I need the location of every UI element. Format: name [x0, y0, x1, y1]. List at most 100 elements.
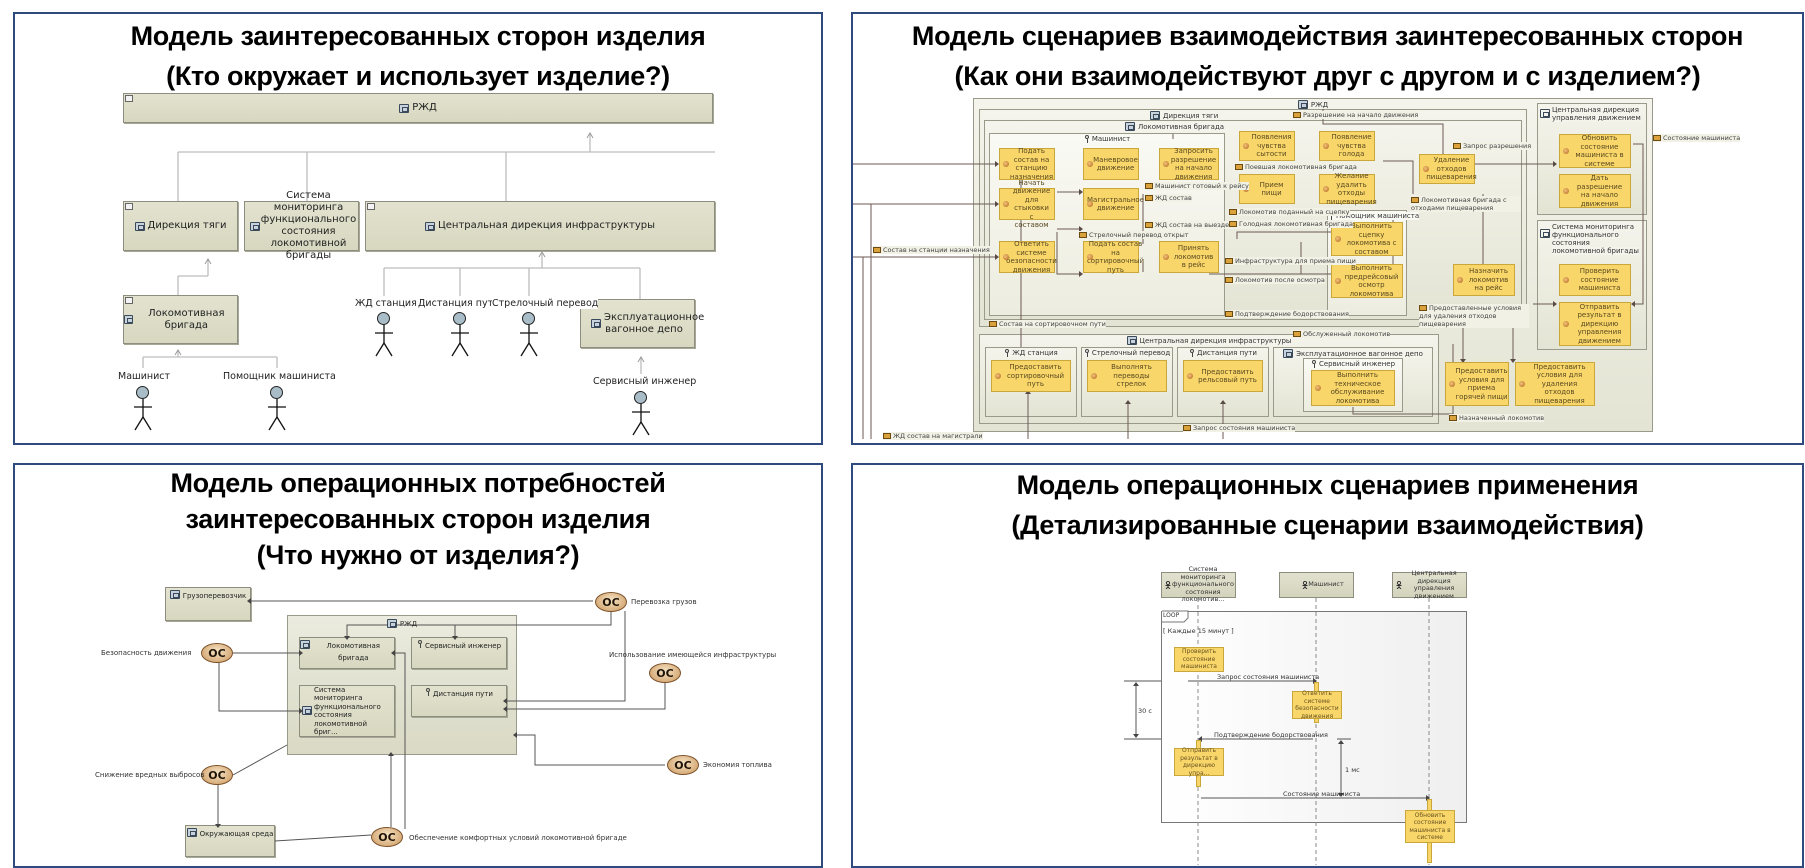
container-label: РЖД [399, 619, 418, 628]
lifeline-head-monitoring[interactable]: Система мониторинга функционального сост… [1161, 566, 1236, 603]
function-f21[interactable]: Предоставить сортировочный путь [991, 360, 1071, 392]
container-label: Дистанция пути [1197, 349, 1257, 357]
capability-icon-c6[interactable]: OC [371, 827, 403, 847]
exchange-label: Назначенный локомотив [1449, 414, 1545, 422]
function-f25[interactable]: Предоставить условия для приема горячей … [1445, 362, 1509, 406]
function-f13[interactable]: Удаление отходов пищеварения [1419, 154, 1477, 184]
exchange-label: ЖД состав на магистрали [883, 432, 983, 440]
block-label: Центральная дирекция инфраструктуры [437, 220, 656, 231]
block-cargo[interactable]: Грузоперевозчик [165, 587, 251, 621]
actor-icon-assistant[interactable] [265, 386, 289, 432]
seq-function-s4[interactable]: Обновить состояние машиниста в системе [1405, 810, 1455, 843]
function-f16[interactable]: Назначить локомотив на рейс [1453, 264, 1515, 296]
lifeline-label: Центральная дирекция управления движение… [1411, 569, 1457, 600]
function-f23[interactable]: Предоставить рельсовый путь [1183, 360, 1263, 392]
collapse-icon[interactable] [125, 203, 133, 210]
capability-links [215, 598, 666, 842]
block-traction[interactable]: Дирекция тяги [123, 201, 238, 251]
actor-icon-switch[interactable] [517, 312, 541, 358]
function-f2[interactable]: Начать движение для стыковки с составом [999, 179, 1055, 229]
capability-label-c4: Снижение вредных выбросов [95, 771, 205, 779]
function-icon [1087, 254, 1093, 260]
function-f11[interactable]: Появление чувства голода [1319, 131, 1375, 161]
function-f24[interactable]: Выполнить техническое обслуживание локом… [1311, 370, 1395, 406]
exchange-label: Предоставленные условия для удаления отх… [1419, 304, 1529, 328]
function-label: Появления чувства сытости [1251, 133, 1292, 159]
function-f9[interactable]: Появления чувства сытости [1239, 131, 1295, 161]
title-line: Модель операционных потребностей [170, 468, 666, 498]
function-f18[interactable]: Дать разрешение на начало движения [1559, 174, 1631, 208]
function-f8[interactable]: Принять локомотив в рейс [1159, 241, 1219, 273]
collapse-icon[interactable] [125, 95, 133, 102]
block-track[interactable]: Дистанция пути [411, 685, 507, 717]
capability-icon-c3[interactable]: OC [649, 663, 681, 683]
block-label: Сервисный инженер [424, 642, 502, 650]
exchange-icon [1453, 143, 1461, 149]
entity-icon [186, 828, 197, 837]
block-environment[interactable]: Окружающая среда [185, 825, 275, 857]
function-f26[interactable]: Предоставить условия для удаления отходо… [1515, 362, 1595, 406]
collapse-icon[interactable] [367, 203, 375, 210]
seq-function-s1[interactable]: Проверить состояние машиниста [1174, 647, 1224, 672]
function-icon [1003, 201, 1009, 207]
block-engineer[interactable]: Сервисный инженер [411, 637, 507, 669]
function-f6[interactable]: Подать состав на сортировочный путь [1083, 240, 1144, 274]
exchange-icon [1225, 277, 1233, 283]
function-icon [1091, 373, 1097, 379]
block-crew[interactable]: Локомотивная бригада [123, 295, 238, 344]
function-f22[interactable]: Выполнять переводы стрелок [1087, 360, 1167, 392]
function-icon [1323, 143, 1329, 149]
actor-icon-station[interactable] [372, 312, 396, 358]
function-f19[interactable]: Проверить состояние машиниста [1559, 264, 1631, 296]
exchange-label: Стрелочный перевод открыт [1079, 231, 1189, 239]
function-label: Маневровое движение [1093, 155, 1138, 173]
function-f17[interactable]: Обновить состояние машиниста в системе [1559, 134, 1631, 168]
function-f12[interactable]: Желание удалить отходы пищеварения [1319, 172, 1377, 206]
function-f5[interactable]: Магистральное движение [1083, 188, 1144, 220]
function-label: Дать разрешение на начало движения [1576, 174, 1623, 208]
exchange-icon [1229, 221, 1237, 227]
entity-icon [124, 315, 133, 324]
function-label: Предоставить условия для удаления отходо… [1533, 362, 1586, 405]
capability-icon-c2[interactable]: OC [201, 643, 233, 663]
panel-title: Модель сценариев взаимодействия заинтере… [853, 16, 1802, 96]
collapse-icon[interactable] [125, 297, 133, 304]
function-f20[interactable]: Отправить результат в дирекцию управлени… [1559, 302, 1631, 346]
function-f3[interactable]: Ответить системе безопасности движения [999, 240, 1057, 274]
function-f15[interactable]: Выполнить предрейсовый осмотр локомотива [1331, 264, 1403, 298]
lifeline-head-driver[interactable]: Машинист [1279, 572, 1354, 598]
actor-icon-track[interactable] [448, 312, 472, 358]
title-line: Модель заинтересованных сторон изделия [130, 21, 706, 51]
title-line: Модель сценариев взаимодействия заинтере… [911, 21, 1744, 51]
lifeline-label: Машинист [1308, 580, 1344, 589]
actor-icon-driver[interactable] [131, 386, 155, 432]
function-f14[interactable]: Выполнить сцепку локомотива с составом [1331, 222, 1403, 256]
lifeline-head-traffic[interactable]: Центральная дирекция управления движение… [1392, 569, 1467, 600]
block-infra[interactable]: Центральная дирекция инфраструктуры [365, 201, 715, 251]
function-f1[interactable]: Подать состав на станцию назначения [999, 147, 1055, 181]
function-f7[interactable]: Запросить разрешение на начало движения [1159, 147, 1219, 181]
seq-function-s3[interactable]: Отправить результат в дирекцию упра... [1174, 747, 1224, 777]
capability-icon-c4[interactable]: OC [201, 765, 233, 785]
block-monitoring[interactable]: Система мониторинга функционального сост… [299, 685, 395, 737]
actor-label-switch: Стрелочный перевод [492, 298, 599, 309]
function-icon [1449, 381, 1455, 387]
exchange-label: Запрос разрешения [1453, 142, 1532, 150]
connector-lines [142, 132, 715, 374]
capability-icon-c1[interactable]: OC [595, 592, 627, 612]
title-line: (Что нужно от изделия?) [256, 540, 580, 570]
seq-function-s2[interactable]: Ответить системе безопасности движения [1292, 690, 1342, 720]
actor-icon-engineer[interactable] [629, 391, 653, 437]
function-icon [1563, 188, 1569, 194]
title-line: (Детализированные сценарии взаимодействи… [1011, 510, 1644, 540]
capability-icon-c5[interactable]: OC [667, 755, 699, 775]
block-depot[interactable]: Эксплуатационное вагонное депо [580, 299, 704, 348]
exchange-icon [989, 321, 997, 327]
function-icon [995, 373, 1001, 379]
container-label: Помощник машиниста [1336, 212, 1420, 220]
block-monitoring[interactable]: Система мониторинга функционального сост… [244, 190, 359, 261]
exchange-label: ЖД состав [1145, 194, 1192, 202]
block-rzd[interactable]: РЖД [123, 93, 713, 123]
function-f4[interactable]: Маневровое движение [1083, 148, 1139, 180]
exchange-label: Локомотив поданный на сцепку [1229, 208, 1350, 216]
